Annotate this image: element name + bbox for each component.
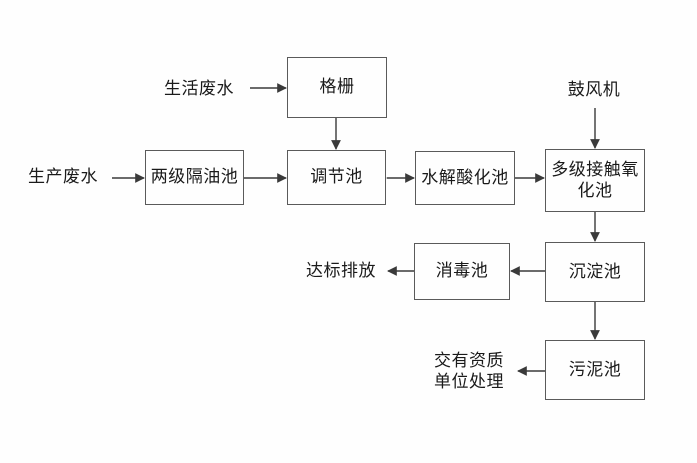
node-hydrolysis-acidification-tank[interactable]: 水解酸化池 — [415, 151, 515, 205]
label-qualified-unit-treatment: 交有资质 单位处理 — [434, 351, 504, 392]
node-disinfection-tank[interactable]: 消毒池 — [414, 243, 510, 300]
node-multistage-contact-oxidation-tank[interactable]: 多级接触氧 化池 — [545, 149, 645, 212]
label-production-wastewater: 生产废水 — [28, 166, 98, 187]
node-regulating-tank[interactable]: 调节池 — [287, 150, 386, 205]
node-sedimentation-tank[interactable]: 沉淀池 — [545, 242, 645, 302]
node-oil-separator[interactable]: 两级隔油池 — [145, 150, 244, 205]
node-grille[interactable]: 格栅 — [287, 57, 387, 118]
label-compliant-discharge: 达标排放 — [306, 260, 376, 281]
node-sludge-tank[interactable]: 污泥池 — [545, 340, 645, 400]
label-blower: 鼓风机 — [567, 79, 621, 100]
label-domestic-wastewater: 生活废水 — [164, 78, 234, 99]
